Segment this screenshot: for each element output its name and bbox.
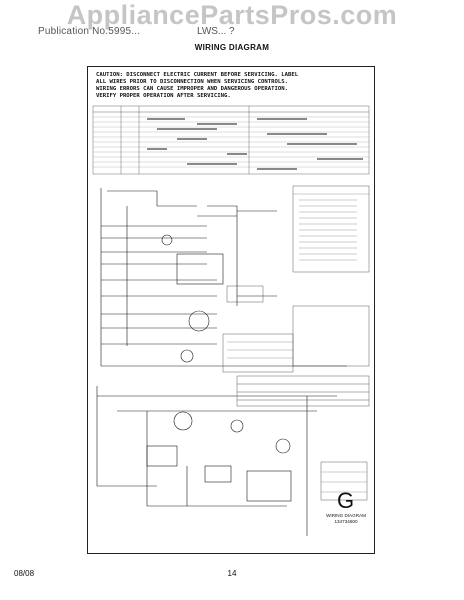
timer-chart-bars <box>147 118 363 170</box>
page-number: 14 <box>227 569 237 578</box>
schematic-wires <box>100 188 277 367</box>
footer-date: 08/08 <box>14 569 35 578</box>
caution-line: VERIFY PROPER OPERATION AFTER SERVICING. <box>96 93 231 99</box>
diagram-part-number: 134734600 <box>334 519 358 524</box>
diagram-revision-letter: G <box>337 488 355 513</box>
diagram-caption: WIRING DIAGRAM 134734600 <box>326 513 366 525</box>
timer-chart-rows <box>93 116 369 168</box>
watermark-text: AppliancePartsPros.com <box>66 0 398 30</box>
cycle-strip <box>236 375 370 407</box>
diagram-caption-title: WIRING DIAGRAM <box>326 513 366 518</box>
caution-line: WIRING ERRORS CAN CAUSE IMPROPER AND DAN… <box>96 86 288 92</box>
model-code: LWS... ? <box>197 26 235 37</box>
caution-notice: CAUTION: DISCONNECT ELECTRIC CURRENT BEF… <box>96 72 366 100</box>
wiring-diagram <box>92 105 370 536</box>
lower-schematic-wires <box>96 365 347 536</box>
page-title: WIRING DIAGRAM <box>194 43 270 52</box>
caution-line: ALL WIRES PRIOR TO DISCONNECTION WHEN SE… <box>96 79 288 85</box>
caution-line: CAUTION: DISCONNECT ELECTRIC CURRENT BEF… <box>96 72 299 78</box>
timer-chart <box>92 105 370 175</box>
publication-label: Publication No.5995... <box>38 26 141 37</box>
legend-lines <box>227 193 369 493</box>
diagram-frame <box>87 66 375 554</box>
legend-box <box>222 185 370 501</box>
